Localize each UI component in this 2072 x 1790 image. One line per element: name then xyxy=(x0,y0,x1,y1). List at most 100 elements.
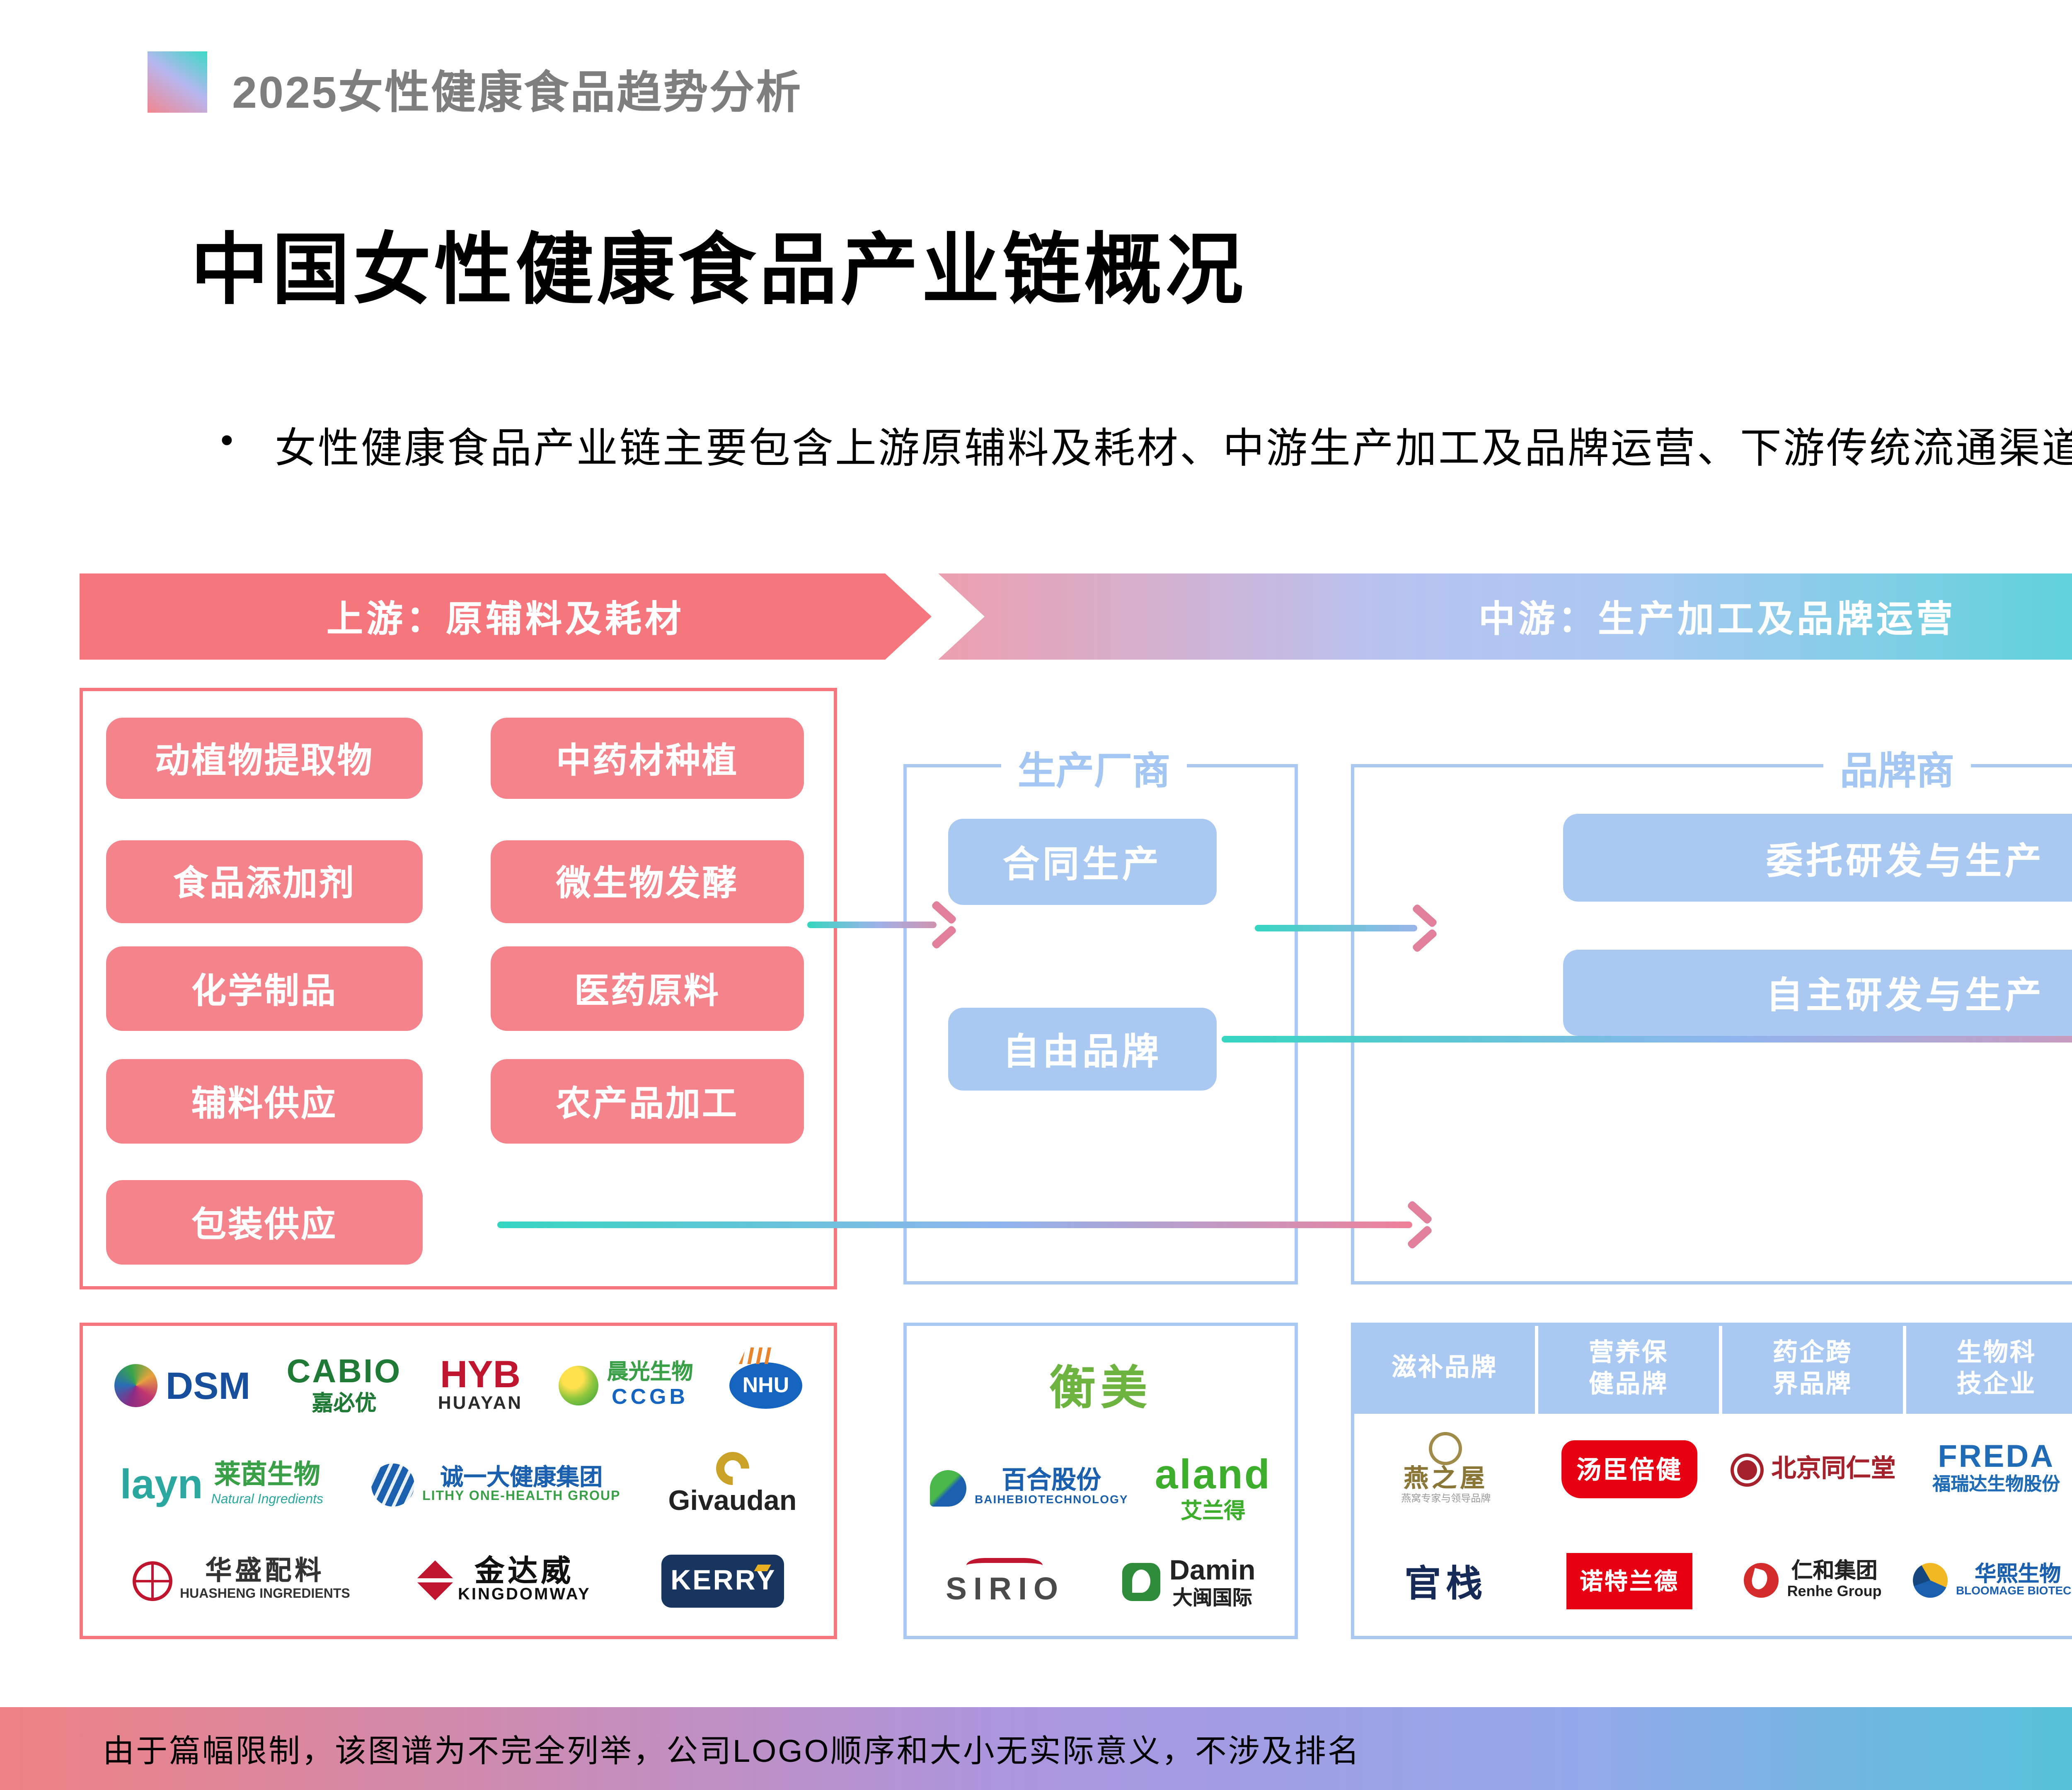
category-pharma-crossover: 药企跨 界品牌 xyxy=(1722,1326,1903,1414)
baihe-leaf-icon xyxy=(930,1470,967,1507)
sirio-wordmark: SIRIO xyxy=(946,1572,1065,1608)
footnote-bar: 由于篇幅限制，该图谱为不完全列举，公司LOGO顺序和大小无实际意义，不涉及排名 xyxy=(0,1707,2072,1790)
kerry-wordmark: KERRY xyxy=(670,1564,777,1596)
huasheng-globe-icon xyxy=(132,1560,172,1601)
kingdomway-wordmark: KINGDOMWAY xyxy=(457,1587,591,1605)
lithy-wordmark: LITHY ONE-HEALTH GROUP xyxy=(422,1489,621,1504)
banner-upstream-label: 上游：原辅料及耗材 xyxy=(326,598,685,640)
givaudan-wordmark: Givaudan xyxy=(668,1485,797,1517)
banner-midstream: 中游：生产加工及品牌运营 xyxy=(938,573,2072,660)
upstream-item-food-additives: 食品添加剂 xyxy=(106,840,423,923)
brand-logo-panel: 滋补品牌 营养保 健品牌 药企跨 界品牌 生物科 技企业 日化美 妆品牌 食品品… xyxy=(1351,1323,2072,1639)
producer-logo-row-1: 衡美 xyxy=(917,1353,1285,1420)
layn-chinese: 莱茵生物 xyxy=(214,1461,320,1490)
producer-box-label: 生产厂商 xyxy=(1001,739,1187,796)
layn-wordmark: layn xyxy=(120,1461,203,1508)
aland-wordmark: aland xyxy=(1155,1452,1271,1499)
arrow-packaging-to-brand xyxy=(497,1200,1433,1250)
brand-item-independent: 自主研发与生产 xyxy=(1563,950,2072,1036)
category-nutrition: 营养保 健品牌 xyxy=(1538,1326,1719,1414)
damin-leaf-icon xyxy=(1123,1563,1161,1602)
kingdomway-diamond-icon xyxy=(415,1560,456,1601)
producer-item-contract: 合同生产 xyxy=(948,819,1217,905)
banner-upstream: 上游：原辅料及耗材 xyxy=(80,573,932,660)
lithy-wave-icon xyxy=(371,1463,414,1507)
brand-box xyxy=(1351,764,2072,1284)
intro-text: 女性健康食品产业链主要包含上游原辅料及耗材、中游生产加工及品牌运营、下游传统流通… xyxy=(274,426,2072,472)
brand-gradient-square-icon xyxy=(148,51,207,113)
upstream-item-extracts: 动植物提取物 xyxy=(106,718,423,799)
banner-midstream-label: 中游：生产加工及品牌运营 xyxy=(1478,598,1956,640)
brand-category-header: 滋补品牌 营养保 健品牌 药企跨 界品牌 生物科 技企业 日化美 妆品牌 食品品… xyxy=(1354,1326,2072,1414)
nhu-ellipse-icon: NHU xyxy=(729,1362,802,1408)
brand-item-commissioned: 委托研发与生产 xyxy=(1563,814,2072,902)
cabio-wordmark: CABIO xyxy=(286,1354,402,1390)
footnote-text: 由于篇幅限制，该图谱为不完全列举，公司LOGO顺序和大小无实际意义，不涉及排名 xyxy=(103,1734,1361,1769)
intro-line: • 女性健康食品产业链主要包含上游原辅料及耗材、中游生产加工及品牌运营、下游传统… xyxy=(220,416,2072,476)
damin-wordmark: Damin xyxy=(1169,1555,1256,1587)
ccgb-chinese: 晨光生物 xyxy=(607,1359,693,1385)
kerry-logo: KERRY xyxy=(662,1554,785,1607)
bullet-icon: • xyxy=(220,419,235,461)
sirio-logo: SIRIO xyxy=(946,1558,1065,1607)
tongrentang-logo: 北京同仁堂 xyxy=(1730,1453,1896,1486)
givaudan-logo: Givaudan xyxy=(668,1446,797,1517)
damin-chinese: 大闽国际 xyxy=(1172,1586,1252,1609)
huayan-wordmark: HUAYAN xyxy=(438,1394,523,1415)
huasheng-wordmark: HUASHENG INGREDIENTS xyxy=(180,1587,350,1602)
arrow-upstream-to-producer xyxy=(807,900,957,950)
byhealth-logo: 汤臣倍健 xyxy=(1561,1440,1697,1498)
nutriland-logo: 诺特兰德 xyxy=(1566,1552,1692,1609)
yanzhiwu-logo: 燕之屋燕窝专家与领导品牌 xyxy=(1401,1432,1491,1506)
baihe-wordmark: BAIHEBIOTECHNOLOGY xyxy=(975,1495,1128,1507)
ccgb-sphere-icon xyxy=(559,1365,599,1405)
category-tonic: 滋补品牌 xyxy=(1354,1326,1535,1414)
nhu-wordmark: NHU xyxy=(742,1372,789,1397)
tongrentang-seal-icon xyxy=(1730,1453,1763,1486)
nhu-logo: NHU xyxy=(729,1362,802,1408)
page-title: 中国女性健康食品产业链概况 xyxy=(191,225,1247,313)
upstream-item-agri-processing: 农产品加工 xyxy=(491,1059,804,1144)
arrow-ownbrand-to-channel xyxy=(1222,1036,2072,1043)
upstream-item-pharma-materials: 医药原料 xyxy=(491,946,804,1031)
renhe-circle-icon xyxy=(1744,1563,1779,1598)
upstream-item-chemicals: 化学制品 xyxy=(106,946,423,1031)
kingdomway-chinese: 金达威 xyxy=(474,1554,574,1587)
dsm-wordmark: DSM xyxy=(165,1363,251,1406)
huasheng-chinese: 华盛配料 xyxy=(205,1557,325,1586)
dsm-logo: DSM xyxy=(114,1363,251,1407)
guanzhan-logo: 官栈 xyxy=(1404,1562,1488,1604)
hengmei-logo: 衡美 xyxy=(1049,1363,1152,1415)
layn-tagline: Natural Ingredients xyxy=(211,1491,323,1506)
upstream-item-fermentation: 微生物发酵 xyxy=(491,840,804,923)
report-series-label: 2025女性健康食品趋势分析 xyxy=(232,68,803,118)
aland-chinese: 艾兰得 xyxy=(1181,1497,1246,1523)
upstream-box xyxy=(80,688,837,1289)
yanzhiwu-emblem-icon xyxy=(1429,1432,1463,1466)
category-biotech: 生物科 技企业 xyxy=(1906,1326,2072,1414)
producer-item-own-brand: 自由品牌 xyxy=(948,1008,1217,1091)
upstream-item-packaging: 包装供应 xyxy=(106,1180,423,1265)
upstream-item-excipients: 辅料供应 xyxy=(106,1059,423,1144)
